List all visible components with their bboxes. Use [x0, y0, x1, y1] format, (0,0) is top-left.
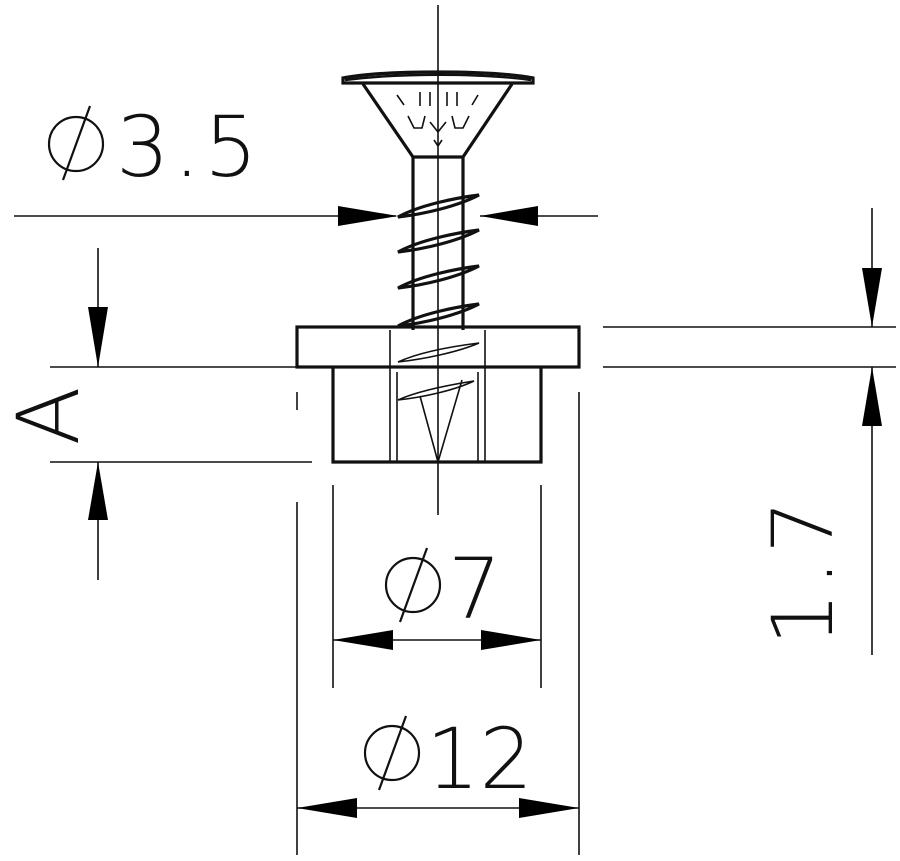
dim-hole-diameter: 7	[332, 485, 542, 688]
hole-diameter-value: 7	[448, 540, 501, 638]
screw-head-rim	[341, 70, 535, 85]
diameter-symbol	[47, 115, 105, 173]
screw-head-cone	[361, 83, 514, 159]
dim-collar-diameter: 12	[296, 392, 580, 855]
dim-screw-diameter: 3.5	[14, 97, 598, 226]
depth-label: A	[0, 387, 99, 446]
phillips-recess	[396, 92, 479, 148]
bushing	[295, 325, 581, 464]
hidden-bore	[389, 330, 486, 462]
collar-diameter-value: 12	[426, 710, 533, 808]
thread-flights	[397, 193, 480, 328]
screw-head-top	[344, 73, 532, 82]
dim-collar-thickness: 1.7	[603, 208, 896, 655]
screw-diameter-value: 3.5	[116, 98, 262, 196]
bushing-collar	[295, 325, 581, 369]
diameter-symbol	[384, 556, 442, 614]
arrow-right-head	[338, 206, 398, 226]
arrow-left-head	[480, 206, 538, 226]
dim-depth-a: A	[0, 248, 312, 580]
bushing-body	[331, 367, 543, 464]
screw	[341, 5, 535, 515]
collar-thickness-value: 1.7	[754, 494, 852, 646]
diameter-symbol	[363, 724, 421, 782]
